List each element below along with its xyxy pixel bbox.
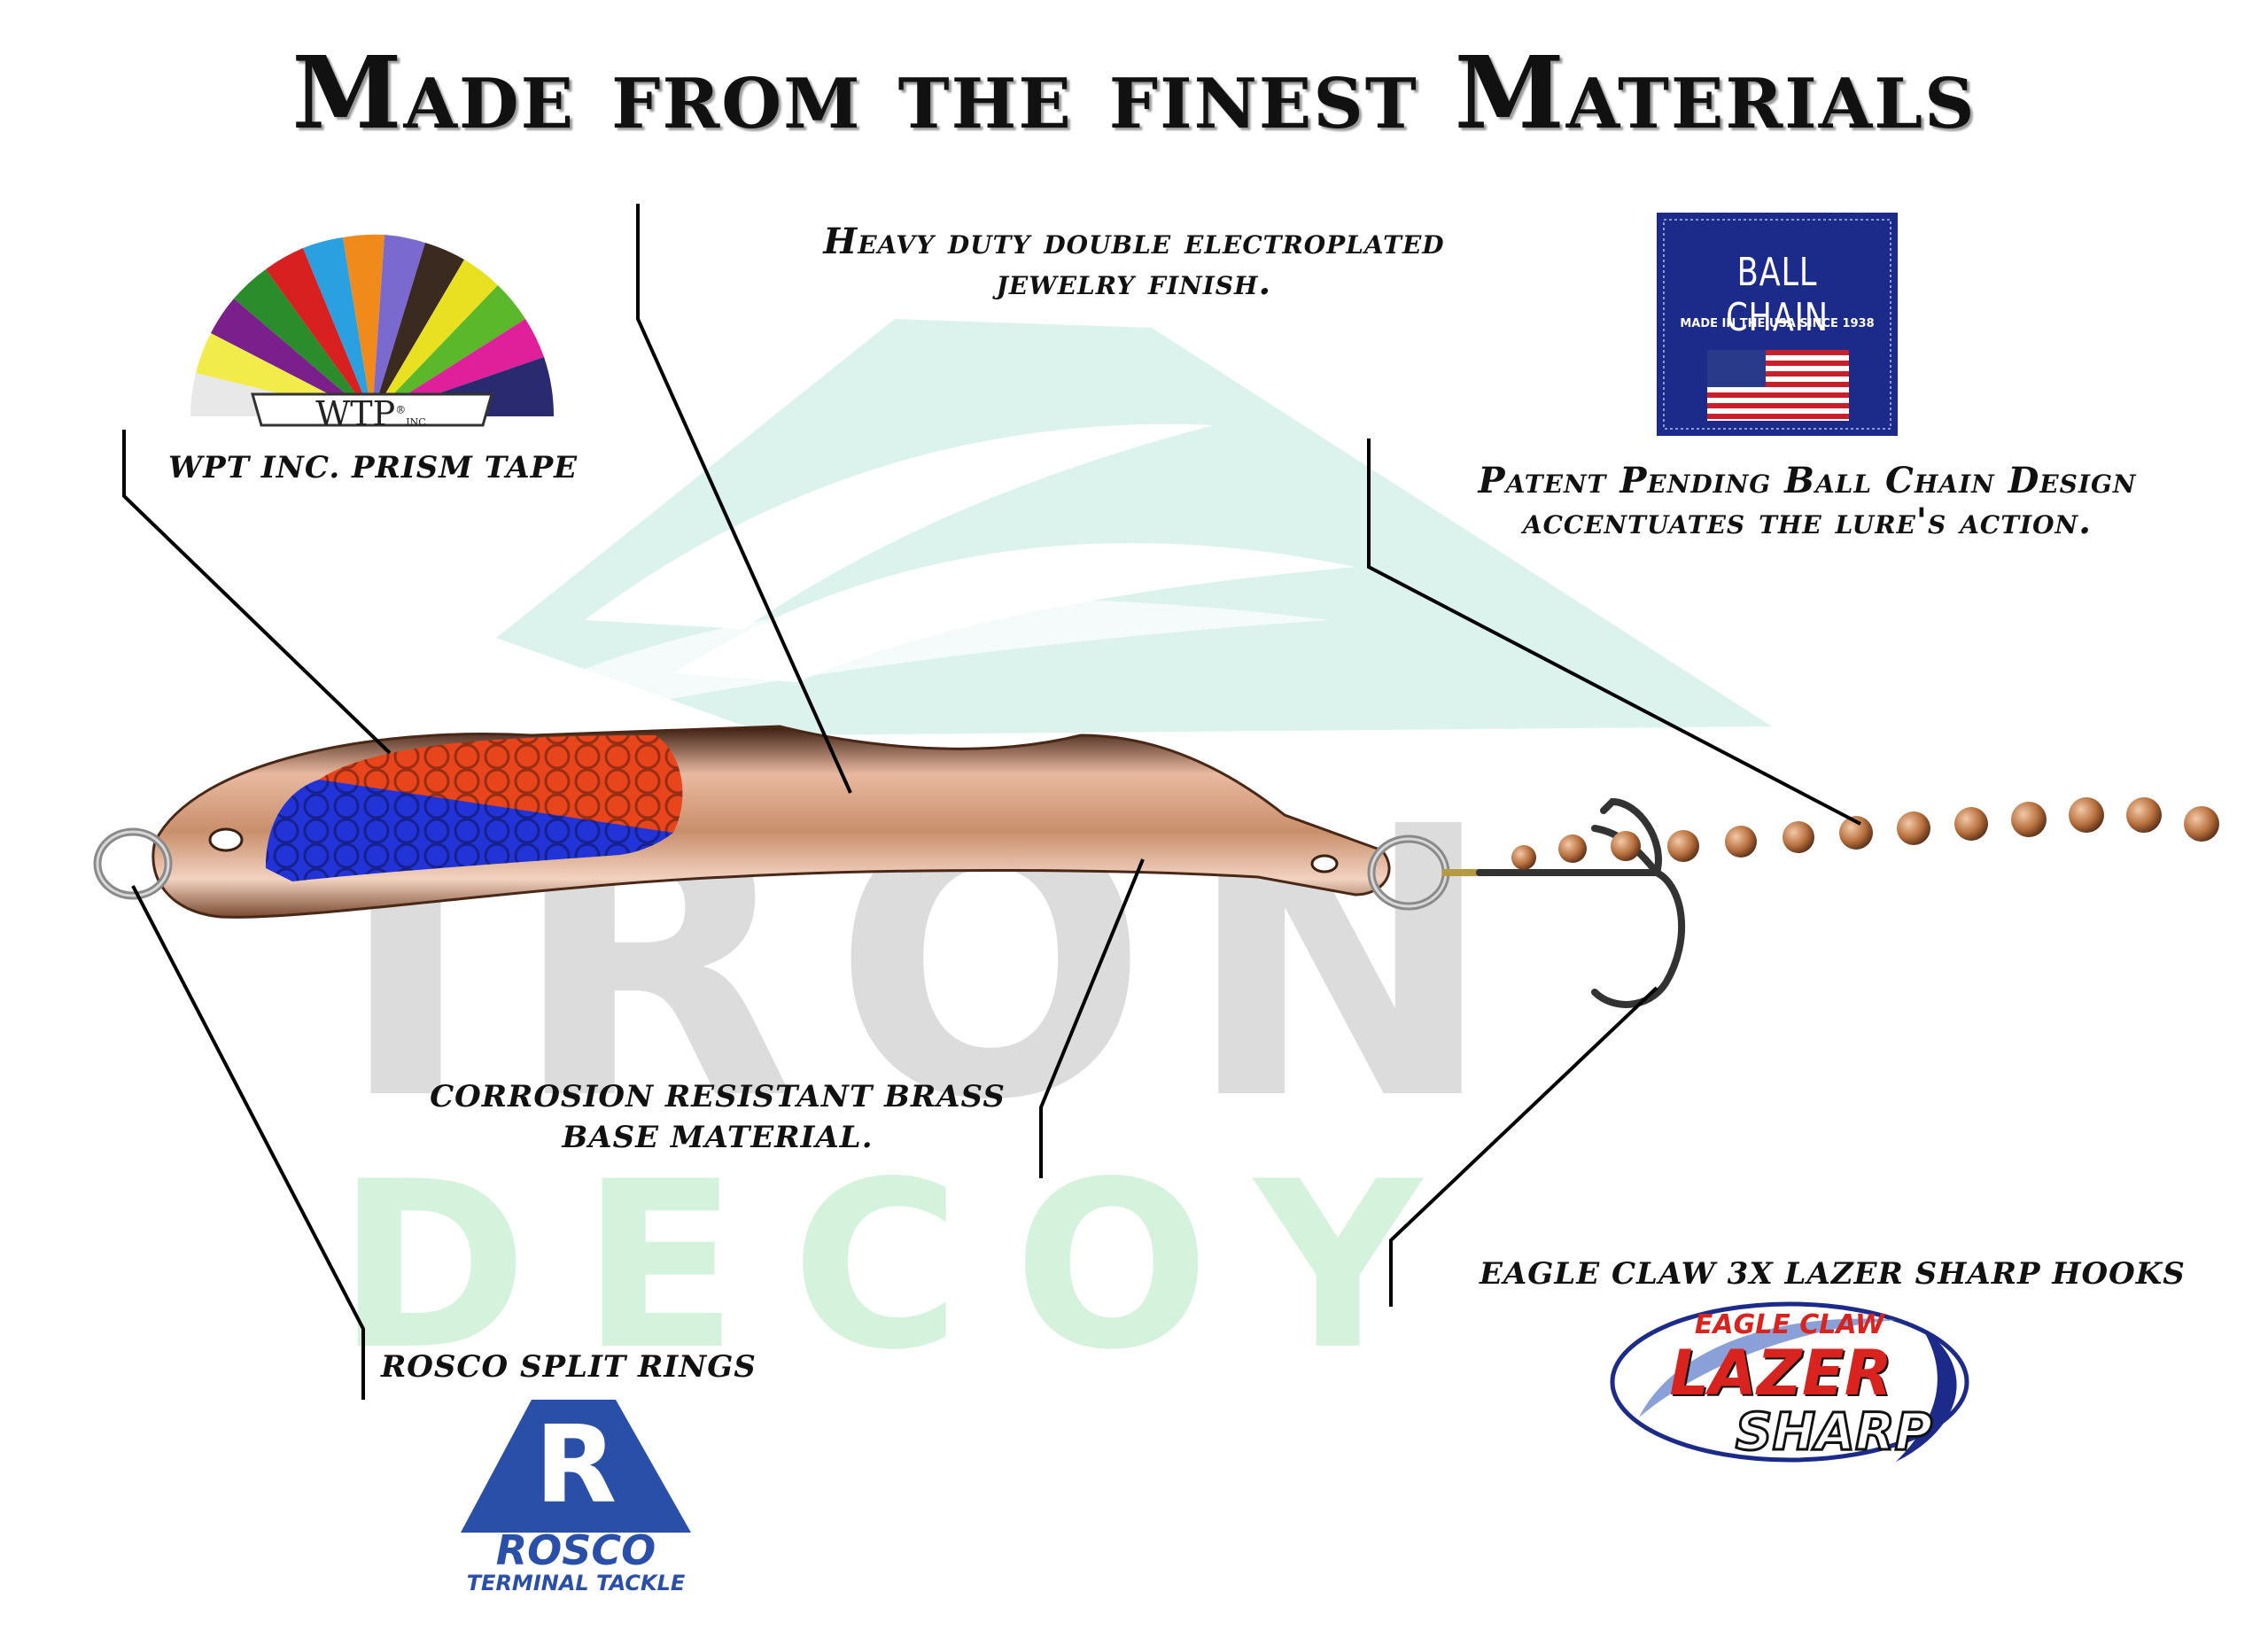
ball-chain-name: BALL CHAIN <box>1726 250 1829 340</box>
callout-hooks: EAGLE CLAW 3X LAZER SHARP HOOKS <box>1480 1256 2186 1292</box>
page-title: Made from the finest Materials <box>291 35 1977 151</box>
eagle-claw-logo: EAGLE CLAW LAZER SHARP <box>1604 1293 1984 1488</box>
callout-finish: Heavy duty double electroplated jewelry … <box>673 221 1595 303</box>
callout-finish-line1: Heavy duty double electroplated <box>823 221 1445 262</box>
prism-fan-icon <box>190 234 555 427</box>
callout-brass-line2: BASE MATERIAL. <box>562 1120 874 1155</box>
eagle-claw-mid: LAZER <box>1669 1337 1892 1409</box>
wtp-inc: INC. <box>406 416 429 428</box>
ball-chain-tagline: MADE IN THE USA SINCE 1938 <box>1680 317 1875 330</box>
leader-lines <box>122 204 1861 1400</box>
callout-brass-line1: CORROSION RESISTANT BRASS <box>430 1079 1006 1114</box>
rosco-sub: TERMINAL TACKLE <box>466 1571 686 1595</box>
rosco-name: ROSCO <box>495 1526 656 1574</box>
rosco-logo: R ROSCO TERMINAL TACKLE <box>425 1400 726 1603</box>
ball-chain-logo: BALL CHAIN MADE IN THE USA SINCE 1938 <box>1657 213 1898 436</box>
treble-hook <box>1476 797 1686 1008</box>
ball-chain <box>1511 797 2219 870</box>
us-flag-icon <box>1663 219 1891 430</box>
eagle-claw-bottom: SHARP <box>1734 1401 1933 1462</box>
callout-prism-tape: WPT INC. PRISM TAPE <box>168 450 579 485</box>
eagle-claw-top: EAGLE CLAW <box>1694 1309 1885 1340</box>
callout-ball-chain-line2: accentuates the lure's action. <box>1522 501 2093 542</box>
rosco-triangle-icon <box>461 1400 691 1533</box>
wtp-name: WTP <box>315 394 396 433</box>
wtp-logo-text: WTP®INC. <box>306 394 439 433</box>
watermark-decoy: DECOY <box>337 1133 1475 1401</box>
wtp-reg: ® <box>395 403 407 416</box>
callout-finish-line2: jewelry finish. <box>996 261 1272 303</box>
eagle-claw-swoosh-icon <box>1610 1301 1969 1463</box>
callout-ball-chain-line1: Patent Pending Ball Chain Design <box>1478 460 2137 501</box>
callout-split-rings: ROSCO SPLIT RINGS <box>381 1349 757 1385</box>
callout-brass: CORROSION RESISTANT BRASS BASE MATERIAL. <box>416 1076 1019 1158</box>
wtp-logo: WTP®INC. <box>182 226 563 439</box>
rosco-letter: R <box>534 1404 617 1527</box>
callout-ball-chain: Patent Pending Ball Chain Design accentu… <box>1409 461 2206 542</box>
